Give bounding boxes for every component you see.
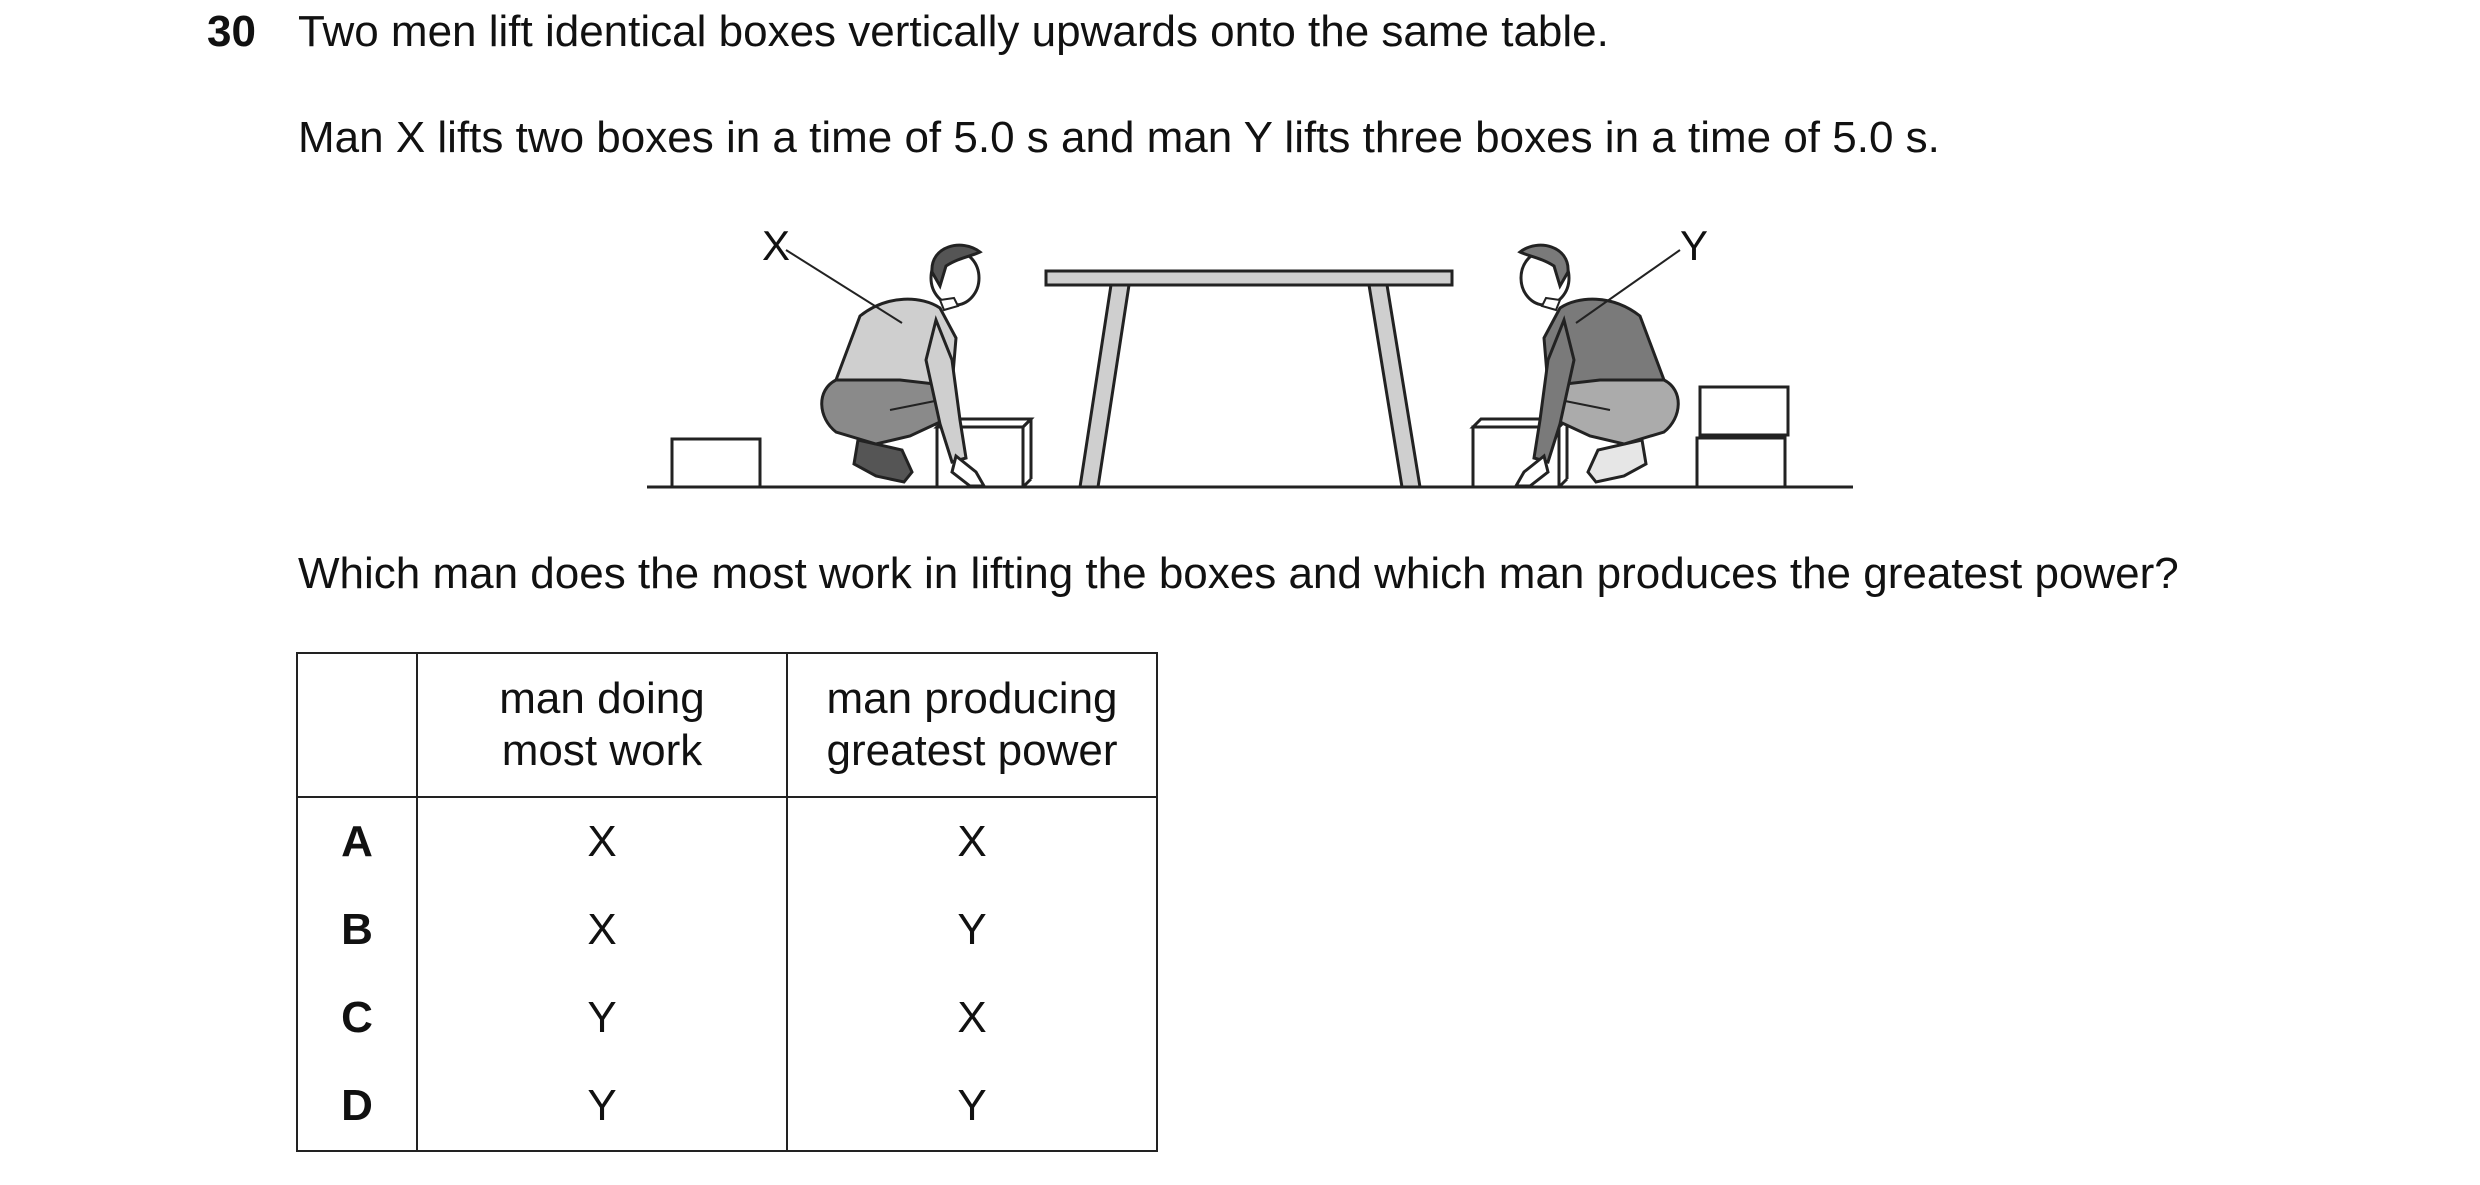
option-work-value: X <box>416 797 788 886</box>
header-power-line-2: greatest power <box>826 726 1118 775</box>
lifting-diagram: X Y <box>647 222 1853 489</box>
question-stem-line-2: Man X lifts two boxes in a time of 5.0 s… <box>298 113 1940 162</box>
header-work-line-2: most work <box>501 726 703 775</box>
option-letter: D <box>296 1062 418 1152</box>
man-x-figure <box>820 243 987 488</box>
header-empty-cell <box>296 652 418 798</box>
man-y-figure <box>1513 243 1680 488</box>
option-letter: A <box>296 797 418 886</box>
box-y-floor-lower <box>1695 436 1787 489</box>
header-work: man doing most work <box>416 652 788 798</box>
option-row-c[interactable]: C Y X <box>296 974 1158 1062</box>
option-work-value: Y <box>416 974 788 1062</box>
label-x: X <box>762 222 790 269</box>
answer-options-table: man doing most work man producing greate… <box>296 652 1158 1152</box>
option-letter: B <box>296 886 418 974</box>
option-work-value: X <box>416 886 788 974</box>
box-x-floor <box>670 437 762 489</box>
table-header-row: man doing most work man producing greate… <box>296 652 1158 798</box>
option-power-value: Y <box>786 886 1158 974</box>
option-work-value: Y <box>416 1062 788 1152</box>
pointer-x <box>785 249 903 324</box>
box-y-floor-upper <box>1698 385 1790 437</box>
option-row-a[interactable]: A X X <box>296 797 1158 886</box>
header-power-line-1: man producing <box>826 674 1118 723</box>
option-row-b[interactable]: B X Y <box>296 886 1158 974</box>
header-work-line-1: man doing <box>499 674 705 723</box>
pointer-y <box>1575 249 1681 324</box>
option-power-value: Y <box>786 1062 1158 1152</box>
option-row-d[interactable]: D Y Y <box>296 1062 1158 1152</box>
question-prompt: Which man does the most work in lifting … <box>298 549 2179 598</box>
label-y: Y <box>1680 222 1708 269</box>
header-power: man producing greatest power <box>786 652 1158 798</box>
question-number: 30 <box>207 7 256 56</box>
question-stem-line-1: Two men lift identical boxes vertically … <box>298 7 1609 56</box>
option-letter: C <box>296 974 418 1062</box>
option-power-value: X <box>786 797 1158 886</box>
option-power-value: X <box>786 974 1158 1062</box>
table-drawing <box>1044 269 1454 489</box>
